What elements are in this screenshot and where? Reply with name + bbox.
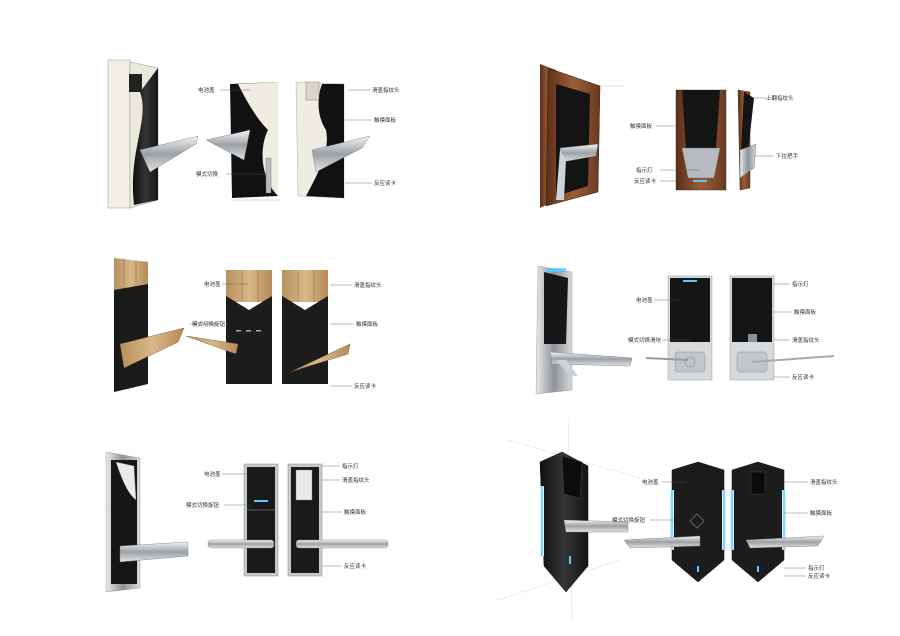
lock-1-front-fingerprint xyxy=(295,81,371,199)
label-battery-cover-3: 电池盖 xyxy=(204,280,221,288)
label-mode-knob-3: 模式切换旋钮 xyxy=(192,320,226,328)
leader-lines-1 xyxy=(220,89,372,184)
lock-2-front xyxy=(675,89,727,191)
lock-1-front xyxy=(205,82,280,201)
label-card-reader-1: 反应读卡 xyxy=(374,179,397,187)
label-battery-cover-6: 电池盖 xyxy=(642,478,659,486)
label-slide-fingerprint-1: 滑盖指纹头 xyxy=(372,86,400,94)
label-mode-knob-6: 模式切换旋钮 xyxy=(612,516,646,524)
label-card-reader-6: 反应读卡 xyxy=(808,572,831,580)
label-slide-fingerprint-4: 滑盖指纹头 xyxy=(792,336,820,344)
leader-lines-2 xyxy=(656,97,774,182)
sketch-6: 电池盖 滑盖指纹头 模式切换旋钮 触摸面板 指示灯 反应读卡 xyxy=(497,417,838,621)
label-touch-panel-1: 触摸面板 xyxy=(374,116,397,124)
label-indicator-6: 指示灯 xyxy=(808,564,825,572)
lock-5-perspective xyxy=(105,451,189,593)
lock-3-perspective xyxy=(114,258,185,392)
lock-1-perspective xyxy=(107,59,199,209)
label-card-reader-2: 反应读卡 xyxy=(634,177,657,185)
sketch-2: 上翻指纹头 触摸面板 下拉把手 指示灯 反应读卡 xyxy=(540,64,799,208)
lock-5-front xyxy=(207,463,279,577)
sketch-3: 电池盖 滑盖指纹头 模式切换旋钮 触摸面板 反应读卡 xyxy=(114,258,382,392)
label-mode-knob-5: 模式切换旋钮 xyxy=(186,501,220,509)
lock-4-front-fingerprint xyxy=(729,275,835,381)
label-slide-fingerprint-3: 滑盖指纹头 xyxy=(354,281,382,289)
label-card-reader-5: 反应读卡 xyxy=(344,562,367,570)
label-battery-cover-5: 电池盖 xyxy=(204,470,221,478)
label-flip-fingerprint-2: 上翻指纹头 xyxy=(766,94,794,102)
label-indicator-4: 指示灯 xyxy=(792,280,809,288)
lock-6-perspective xyxy=(539,451,629,593)
lock-3-front xyxy=(185,270,272,384)
leader-lines-3 xyxy=(190,283,354,387)
leader-lines-6 xyxy=(650,481,808,577)
label-mode-switch-1: 模式切换 xyxy=(196,170,219,178)
sketch-4: 指示灯 电池盖 触摸面板 模式切换滑块 滑盖指纹头 反应读卡 xyxy=(535,265,835,395)
label-touch-panel-2: 触摸面板 xyxy=(630,122,653,130)
lock-2-perspective xyxy=(540,64,625,208)
label-touch-panel-5: 触摸面板 xyxy=(344,508,367,516)
label-pull-handle-2: 下拉把手 xyxy=(776,152,799,160)
lock-3-front-handle xyxy=(282,270,351,384)
label-indicator-5: 指示灯 xyxy=(342,462,359,470)
sketch-5: 电池盖 指示灯 滑盖指纹头 模式切换旋钮 触摸面板 反应读卡 xyxy=(105,451,389,593)
label-card-reader-4: 反应读卡 xyxy=(792,373,815,381)
label-touch-panel-3: 触摸面板 xyxy=(356,320,379,328)
label-slide-fingerprint-5: 滑盖指纹头 xyxy=(342,476,370,484)
label-battery-cover-1: 电池盖 xyxy=(198,86,215,94)
leader-lines-4 xyxy=(654,283,792,378)
label-battery-cover-4: 电池盖 xyxy=(636,296,653,304)
label-indicator-2: 指示灯 xyxy=(636,166,653,174)
label-touch-panel-6: 触摸面板 xyxy=(810,509,833,517)
lock-5-front-fingerprint xyxy=(287,463,389,577)
label-slide-fingerprint-6: 滑盖指纹头 xyxy=(810,478,838,486)
label-touch-panel-4: 触摸面板 xyxy=(794,308,817,316)
label-card-reader-3: 反应读卡 xyxy=(354,382,377,390)
lock-6-front-fingerprint xyxy=(730,461,825,583)
lock-4-front xyxy=(645,275,713,381)
leader-lines-5 xyxy=(222,465,342,567)
lock-4-perspective xyxy=(535,265,633,395)
label-mode-slider-4: 模式切换滑块 xyxy=(628,336,662,344)
sketch-1: 电池盖 滑盖指纹头 触摸面板 模式切换 反应读卡 xyxy=(107,59,400,209)
lock-2-side xyxy=(737,89,757,191)
